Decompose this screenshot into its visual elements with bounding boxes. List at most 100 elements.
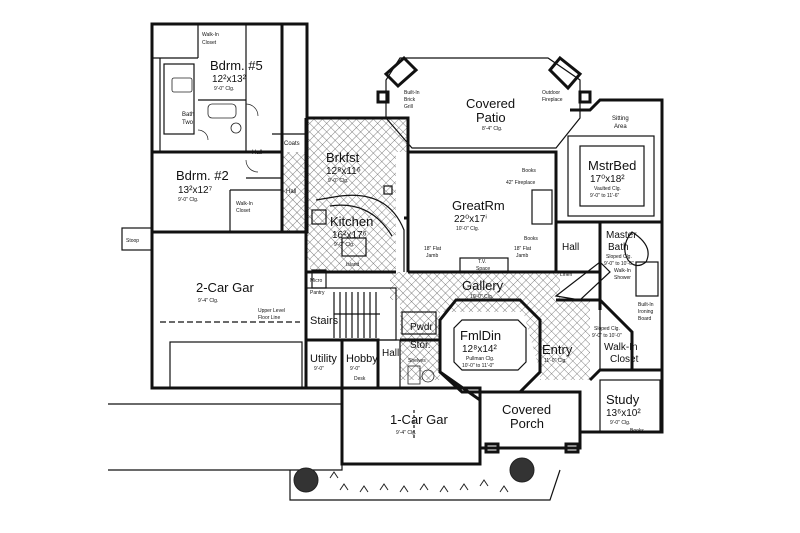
jamb-l-1: 18" Flat bbox=[424, 246, 442, 252]
island-label: Island bbox=[346, 262, 360, 268]
fmldin-ceiling-2: 10'-0" to 11'-0" bbox=[462, 363, 494, 369]
greatrm-ceiling: 10'-0" Clg. bbox=[456, 226, 479, 232]
kitchen-name: Kitchen bbox=[330, 214, 373, 229]
gallery-name: Gallery bbox=[462, 278, 504, 293]
hall-left-label: Hall bbox=[252, 150, 262, 156]
ironing-2: Ironing bbox=[638, 309, 654, 315]
utility-ceiling: 9'-0" bbox=[314, 366, 324, 372]
room-labels: Bdrm. #5 12²x13² 9'-0" Clg. Walk-In Clos… bbox=[126, 32, 654, 436]
mcloset-ceiling-2: 9'-0" to 10'-0" bbox=[592, 333, 622, 339]
pwdr-label: Pwdr bbox=[410, 322, 433, 333]
brkfst-ceiling: 9'-0" Clg. bbox=[328, 178, 348, 184]
garage1-name: 1-Car Gar bbox=[390, 412, 448, 427]
tv-2: Space bbox=[476, 266, 490, 272]
covered-patio bbox=[376, 55, 592, 149]
hobby-name: Hobby bbox=[346, 353, 378, 365]
mbath-1: Master bbox=[606, 230, 637, 241]
mcloset-2: Closet bbox=[610, 354, 639, 365]
shower-2: Shower bbox=[614, 275, 631, 281]
shower-1: Walk-In bbox=[614, 268, 631, 274]
bdrm2-size: 13²x12⁷ bbox=[178, 185, 213, 196]
brkfst-name: Brkfst bbox=[326, 150, 360, 165]
walkin-mid-1: Walk-In bbox=[236, 201, 253, 207]
landscape-shrubs bbox=[293, 457, 535, 493]
sitting-1: Sitting bbox=[612, 116, 629, 122]
walkin-top-2: Closet bbox=[202, 40, 217, 46]
bath-two-2: Two bbox=[182, 120, 194, 126]
upper-level-1: Upper Level bbox=[258, 308, 285, 314]
greatrm-size: 22⁰x17ⁱ bbox=[454, 214, 487, 225]
outdoor-fp-2: Fireplace bbox=[542, 97, 563, 103]
stoop-label: Stoop bbox=[126, 238, 139, 244]
mstrbed-size: 17⁰x18² bbox=[590, 174, 625, 185]
walkin-top-1: Walk-In bbox=[202, 32, 219, 38]
shelves-label: Shelves bbox=[408, 358, 426, 364]
hall-mid-label: Hall bbox=[286, 189, 296, 195]
bdrm2-name: Bdrm. #2 bbox=[176, 168, 229, 183]
jamb-l-2: Jamb bbox=[426, 253, 438, 259]
hobby-ceiling: 9'-0" bbox=[350, 366, 360, 372]
study-ceiling: 9'-0" Clg. bbox=[610, 420, 630, 426]
bedroom-wing bbox=[150, 22, 309, 234]
patio-ceiling: 8'-4" Clg. bbox=[482, 126, 502, 132]
coats-label: Coats bbox=[284, 141, 300, 147]
mbath-ceiling-2: 9'-0" to 10'-0" bbox=[604, 261, 634, 267]
walkin-mid-2: Closet bbox=[236, 208, 251, 214]
books-study-label: Books bbox=[630, 428, 644, 434]
tv-1: T.V. bbox=[478, 259, 486, 265]
gallery-ceiling: 10'-0" Clg. bbox=[470, 294, 493, 300]
porch-name-2: Porch bbox=[510, 416, 544, 431]
patio-name-2: Patio bbox=[476, 110, 506, 125]
linen-label: Linen bbox=[560, 272, 572, 278]
greatrm-name: GreatRm bbox=[452, 198, 505, 213]
garage2-name: 2-Car Gar bbox=[196, 280, 254, 295]
grill-2: Brick bbox=[404, 97, 416, 103]
mbath-2: Bath bbox=[608, 242, 629, 253]
garage2-ceiling: 9'-4" Clg. bbox=[198, 298, 218, 304]
micro-label: Micro bbox=[310, 278, 322, 284]
books-top-label: Books bbox=[522, 168, 536, 174]
jamb-r-1: 18" Flat bbox=[514, 246, 532, 252]
patio-name-1: Covered bbox=[466, 96, 515, 111]
kitchen-size: 16²x17⁶ bbox=[332, 230, 367, 241]
hobby-desk: Desk bbox=[354, 376, 366, 382]
upper-level-2: Floor Line bbox=[258, 315, 280, 321]
driveway bbox=[108, 403, 561, 501]
mcloset-ceiling-1: Sloped Clg. bbox=[594, 326, 620, 332]
fmldin-size: 12⁸x14² bbox=[462, 344, 497, 355]
bath-two-1: Bath bbox=[182, 112, 194, 118]
stairs-label: Stairs bbox=[310, 315, 339, 327]
bdrm5-ceiling: 9'-0" Clg. bbox=[214, 86, 234, 92]
outdoor-fp-1: Outdoor bbox=[542, 90, 560, 96]
study-size: 13⁶x10² bbox=[606, 408, 641, 419]
entry-ceiling: 11'-0" Clg. bbox=[544, 358, 567, 364]
stairs-area bbox=[304, 287, 401, 390]
brkfst-size: 12⁸x11⁶ bbox=[326, 166, 361, 177]
mcloset-1: Walk-In bbox=[604, 342, 638, 353]
pantry-label: Pantry bbox=[310, 290, 325, 296]
fireplace-label: 42" Fireplace bbox=[506, 180, 536, 186]
hall-low-label: Hall bbox=[382, 348, 399, 359]
grill-1: Built-In bbox=[404, 90, 420, 96]
hall-tile bbox=[282, 152, 306, 232]
porch-name-1: Covered bbox=[502, 402, 551, 417]
jamb-r-2: Jamb bbox=[516, 253, 528, 259]
kitchen-ceiling: 9'-0" Clg. bbox=[334, 242, 354, 248]
kitchen-area bbox=[304, 116, 410, 289]
sitting-2: Area bbox=[614, 124, 627, 130]
grill-3: Grill bbox=[404, 104, 413, 110]
books-mid-label: Books bbox=[524, 236, 538, 242]
fmldin-ceiling-1: Pullman Clg. bbox=[466, 356, 494, 362]
mstrbed-ceiling-1: Vaulted Clg. bbox=[594, 186, 621, 192]
garage1-ceiling: 9'-4" Clg. bbox=[396, 430, 416, 436]
ironing-1: Built-In bbox=[638, 302, 654, 308]
bdrm5-size: 12²x13² bbox=[212, 74, 247, 85]
study-name: Study bbox=[606, 392, 640, 407]
utility-name: Utility bbox=[310, 353, 337, 365]
bdrm2-ceiling: 9'-0" Clg. bbox=[178, 197, 198, 203]
master-suite bbox=[554, 98, 664, 434]
covered-porch bbox=[480, 390, 582, 454]
bdrm5-name: Bdrm. #5 bbox=[210, 58, 263, 73]
mstrbed-name: MstrBed bbox=[588, 158, 636, 173]
